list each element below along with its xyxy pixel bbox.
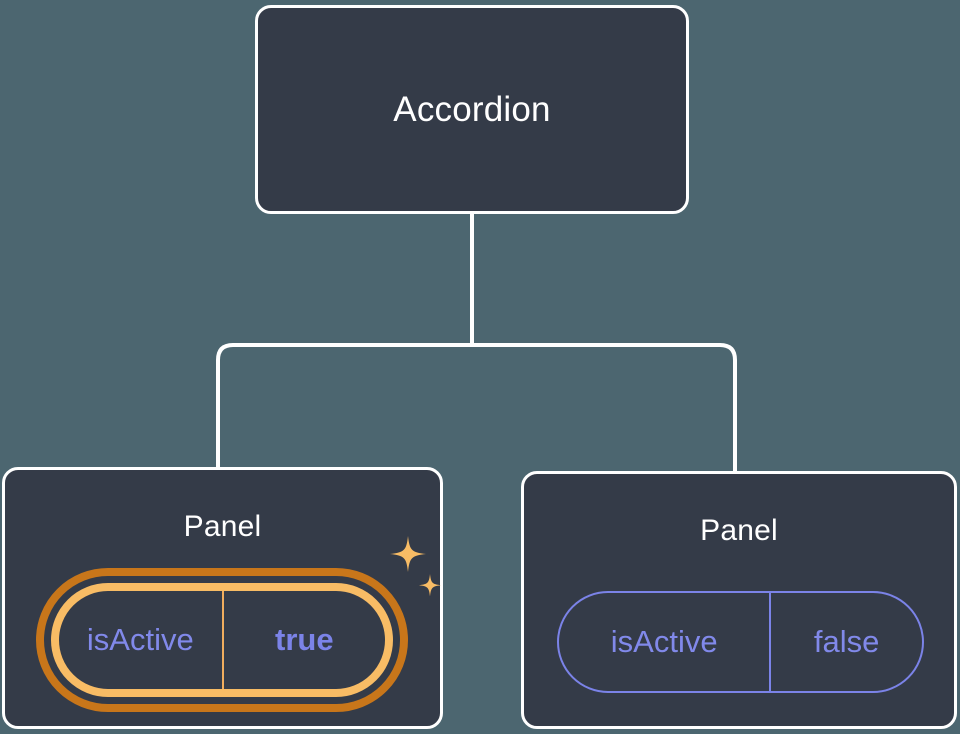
prop-value-true: true bbox=[275, 622, 334, 657]
prop-pill-isactive-true[interactable]: isActive true bbox=[36, 568, 408, 712]
node-accordion-label: Accordion bbox=[393, 89, 551, 129]
prop-value-false: false bbox=[813, 624, 880, 659]
prop-key-isactive: isActive bbox=[59, 591, 224, 689]
prop-pill-inner-ring: isActive true bbox=[51, 583, 393, 697]
prop-key-isactive: isActive bbox=[559, 593, 772, 691]
prop-pill-isactive-false[interactable]: isActive false bbox=[557, 591, 924, 693]
node-accordion[interactable]: Accordion bbox=[255, 5, 689, 214]
node-panel-active-label: Panel bbox=[183, 510, 262, 543]
node-panel-inactive-label: Panel bbox=[700, 514, 778, 547]
connector-branch-bar bbox=[216, 343, 737, 471]
